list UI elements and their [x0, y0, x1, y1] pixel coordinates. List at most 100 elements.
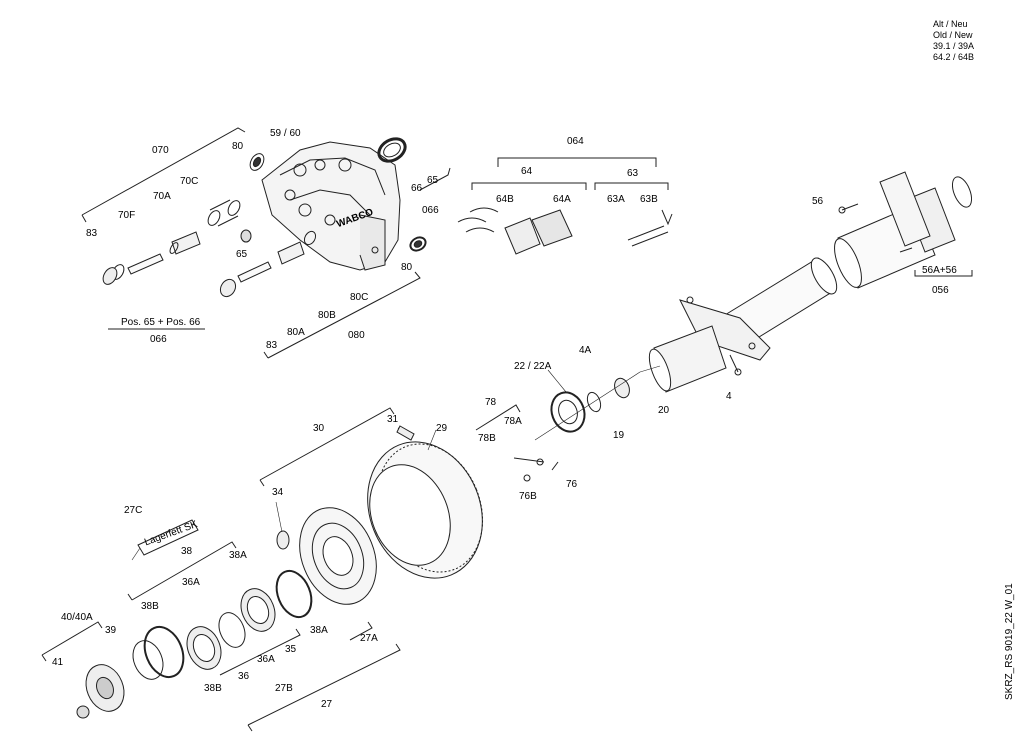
axle-tube-upper: [834, 171, 973, 289]
part-label: 78B: [478, 433, 496, 444]
guide-pin-70f: [102, 253, 164, 285]
bearing-35: [240, 588, 276, 632]
bolt-56: [838, 203, 913, 253]
part-label: Pos. 65 + Pos. 66: [121, 317, 201, 328]
part-label: 20: [658, 405, 670, 416]
seal-38a: [275, 569, 313, 619]
revision-note-line: 64.2 / 64B: [933, 52, 975, 62]
sensor-78: [513, 457, 559, 482]
seal-66: [377, 137, 407, 163]
seal-ring-80-right: [409, 236, 427, 252]
part-label: 64B: [496, 194, 514, 205]
part-label: 80: [232, 141, 244, 152]
part-label: 65: [236, 249, 248, 260]
bracket-070: [81, 127, 246, 216]
part-label: 83: [266, 340, 278, 351]
part-label: 066: [422, 205, 439, 216]
part-label: 36A: [182, 577, 200, 588]
nut-34: [276, 530, 290, 550]
part-label: 38: [181, 546, 193, 557]
hub-27a: [299, 507, 377, 605]
revision-note-line: Alt / Neu: [933, 19, 968, 29]
part-label: 70A: [153, 191, 171, 202]
part-label: 80: [401, 262, 413, 273]
axle-tube-lower: [648, 257, 838, 393]
part-label: 80C: [350, 292, 369, 303]
part-label: 83: [86, 228, 98, 239]
part-label: 38B: [141, 601, 159, 612]
washer-19: [586, 391, 602, 413]
part-label: 066: [150, 334, 167, 345]
part-label: 56A+56: [922, 265, 957, 276]
hub-cap-40: [85, 664, 125, 712]
part-label: 64: [521, 166, 533, 177]
bushing-65: [240, 229, 252, 243]
grease-tube-27c: [137, 519, 199, 556]
part-label: 22 / 22A: [514, 361, 552, 372]
drawing-id: SKRZ_RS 9019_22 W_01: [1004, 583, 1015, 700]
part-label: 70F: [118, 210, 136, 221]
part-label: 80A: [287, 327, 305, 338]
part-label: 40/40A: [61, 612, 93, 623]
part-label: 59 / 60: [270, 128, 301, 139]
part-label: 30: [313, 423, 325, 434]
part-label: 34: [272, 487, 284, 498]
pad-springs-64b: [457, 207, 499, 233]
bearing-36: [186, 626, 222, 670]
part-label: 36: [238, 671, 250, 682]
part-label: 056: [932, 285, 949, 296]
part-label: 66: [411, 183, 423, 194]
part-label: 78: [485, 397, 497, 408]
seal-ring-80-top: [249, 153, 265, 171]
part-label: 31: [387, 414, 399, 425]
part-label: 63: [627, 168, 639, 179]
brake-pads-64a: [504, 209, 573, 255]
brake-disc-29: [367, 441, 484, 579]
part-label: 27C: [124, 505, 143, 516]
part-label: 38A: [310, 625, 328, 636]
part-label: 56: [812, 196, 824, 207]
part-label: 27B: [275, 683, 293, 694]
part-label: 36A: [257, 654, 275, 665]
part-label: 35: [285, 644, 297, 655]
part-label: 76B: [519, 491, 537, 502]
bushing-70a: [169, 231, 201, 255]
part-label: 78A: [504, 416, 522, 427]
gasket-39: [132, 640, 164, 680]
seal-38b: [143, 625, 185, 679]
part-label: 29: [436, 423, 448, 434]
revision-note: Alt / Neu Old / New 39.1 / 39A 64.2 / 64…: [933, 19, 974, 63]
part-label: 65: [427, 175, 439, 186]
bolt-4: [729, 354, 742, 376]
part-label: 70C: [180, 176, 199, 187]
bushing-80b: [277, 241, 305, 265]
sleeve-80c: [303, 230, 317, 246]
revision-note-line: Old / New: [933, 30, 973, 40]
part-label: 76: [566, 479, 578, 490]
screw-41: [76, 705, 90, 719]
part-label: 4A: [579, 345, 592, 356]
sleeve-70c: [207, 199, 241, 227]
bolt-31: [396, 425, 415, 441]
part-label: 4: [726, 391, 732, 402]
pin-80a: [219, 261, 272, 298]
part-label: 80B: [318, 310, 336, 321]
part-label: 064: [567, 136, 584, 147]
revision-note-line: 39.1 / 39A: [933, 41, 975, 51]
part-label: 41: [52, 657, 64, 668]
part-label: 38B: [204, 683, 222, 694]
part-label: 27A: [360, 633, 378, 644]
caliper-housing: [261, 141, 401, 271]
part-label: 64A: [553, 194, 571, 205]
ring-36a: [218, 612, 246, 648]
part-label: 39: [105, 625, 117, 636]
part-label: 38A: [229, 550, 247, 561]
spindle-nut-22: [550, 391, 586, 433]
ring-20: [614, 377, 630, 399]
part-label: 070: [152, 145, 169, 156]
part-label: 63B: [640, 194, 658, 205]
part-label: 080: [348, 330, 365, 341]
retaining-clip-63: [627, 209, 673, 247]
